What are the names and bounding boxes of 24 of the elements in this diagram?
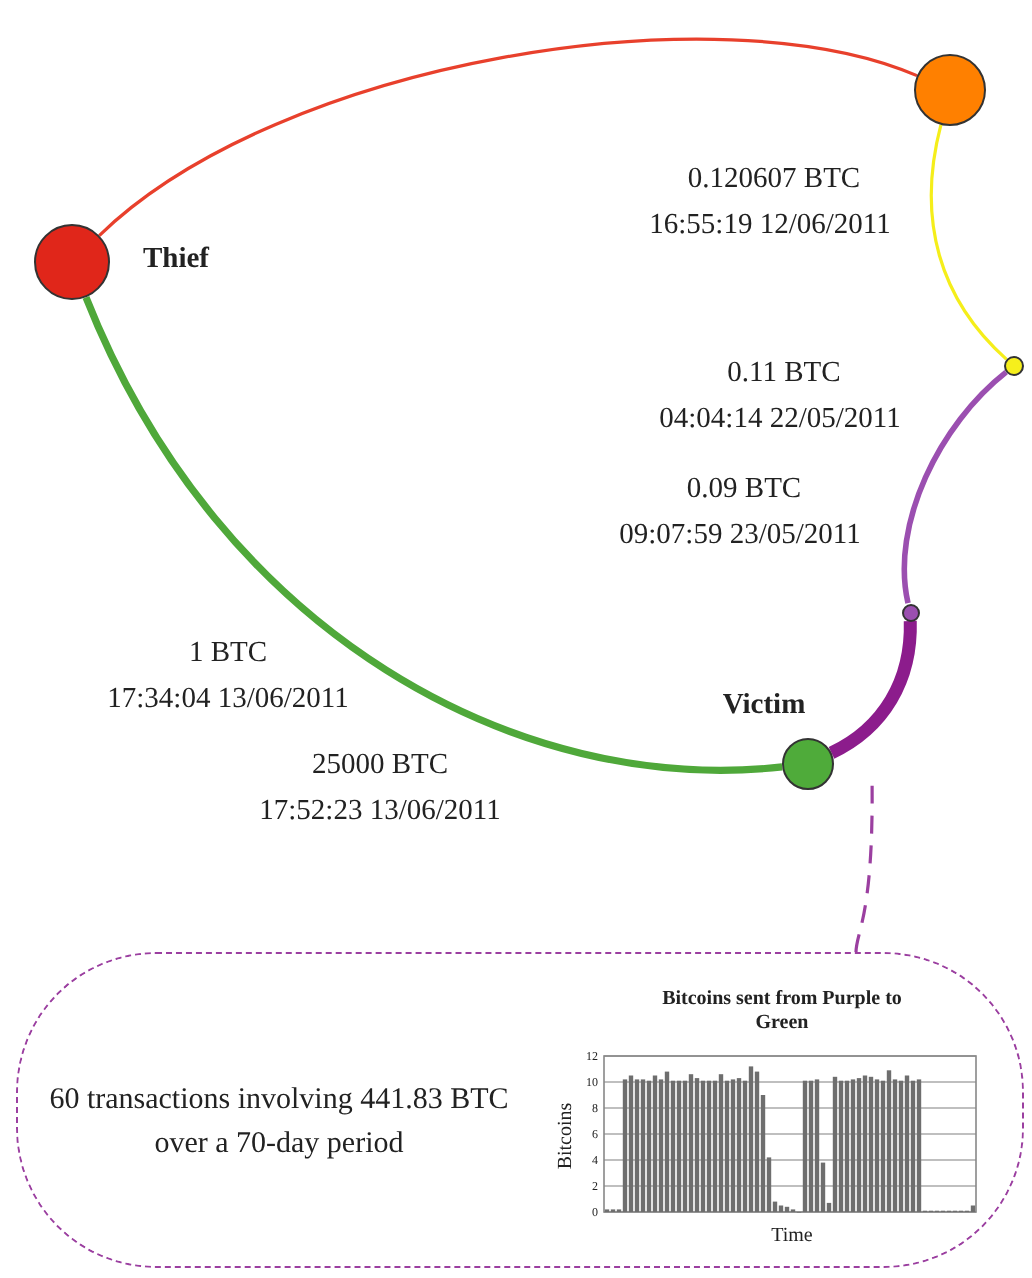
transaction-label: 0.09 BTC: [686, 473, 802, 507]
axis-label: Time: [771, 1225, 813, 1247]
callout-text: 60 transactions involving 441.83 BTC over a 70-day period: [47, 1082, 511, 1164]
node-circle: [901, 603, 919, 621]
transaction-label: 17:34:04 13/06/2011: [107, 683, 349, 717]
connector-line: [98, 38, 918, 237]
transaction-label: 1 BTC: [188, 637, 268, 671]
transaction-label: 17:52:23 13/06/2011: [259, 795, 501, 829]
connector-line: [929, 124, 1008, 361]
transaction-label: 25000 BTC: [311, 749, 449, 783]
transaction-label: 04:04:14 22/05/2011: [659, 403, 901, 437]
connector-line: [901, 370, 1008, 604]
axis-label: Bitcoins: [555, 1102, 577, 1170]
transaction-label: 16:55:19 12/06/2011: [649, 209, 891, 243]
node-label: Thief: [142, 243, 210, 277]
transaction-label: 0.120607 BTC: [687, 163, 861, 197]
node-label: Victim: [722, 689, 806, 723]
node-circle: [914, 54, 986, 126]
transaction-label: 09:07:59 23/05/2011: [619, 519, 861, 553]
chart-title: Bitcoins sent from Purple to Green: [662, 988, 902, 1036]
connector-line: [82, 295, 783, 774]
node-circle: [1004, 356, 1024, 376]
connector-line: [828, 620, 917, 759]
transaction-label: 0.11 BTC: [727, 357, 841, 391]
